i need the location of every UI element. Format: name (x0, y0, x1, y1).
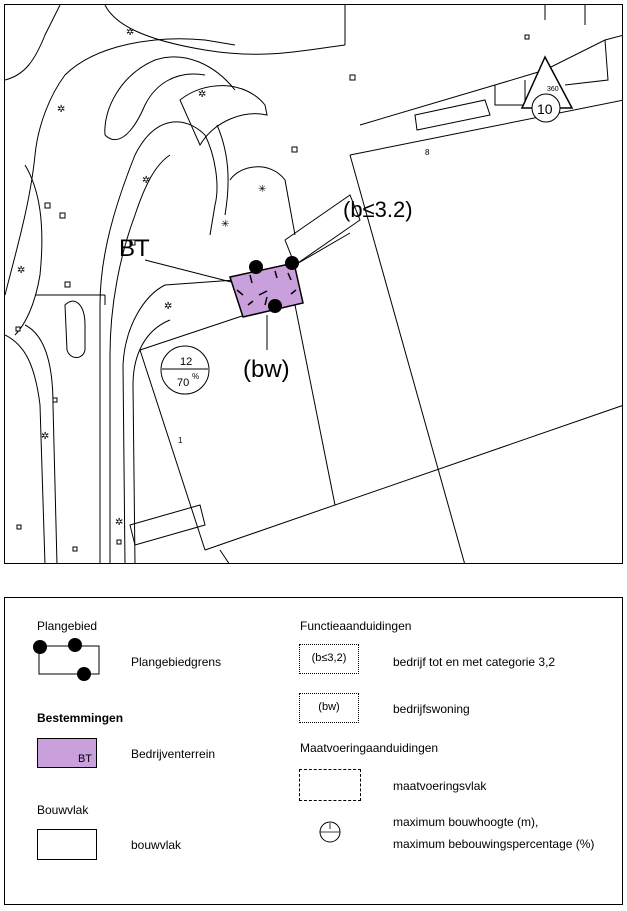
parcel-line (284, 194, 361, 266)
parcel-line (219, 549, 230, 563)
triangle-small-text: 360 (547, 86, 559, 93)
legend-bedrijventerrein-label: Bedrijventerrein (131, 747, 216, 761)
parcel-line (359, 35, 622, 126)
leader-line (294, 232, 351, 266)
legend-bedrijfswoning-symbol: (bw) (299, 693, 359, 723)
parcel-line (139, 349, 206, 551)
road-edge (216, 124, 229, 216)
svg-text:✲: ✲ (198, 89, 206, 100)
plot-number-8: 8 (425, 148, 430, 157)
bt-label: BT (119, 235, 150, 262)
svg-text:✳: ✳ (258, 184, 266, 195)
parcel-line (349, 154, 465, 563)
svg-text:✲: ✲ (41, 431, 49, 442)
plot-hatch-marks (236, 270, 297, 306)
map-panel: 12 70 % 10 360 ✲ ✲ ✲ ✲ ✲ ✲ ✲ ✲ ✳ ✳ 8 1 BT (4, 4, 623, 564)
legend-maatvoering-circle-icon (319, 821, 341, 843)
legend-max-bebouwingspercentage-label: maximum bebouwingspercentage (%) (393, 837, 595, 851)
bedrijfswoning-label: (bw) (243, 356, 290, 383)
legend-plangebied-heading: Plangebied (37, 619, 98, 633)
legend-bestemmingen-heading: Bestemmingen (37, 711, 124, 725)
leader-line (144, 259, 236, 284)
road-edge (204, 134, 218, 236)
parcel-line (349, 99, 622, 156)
map-drawing: 12 70 % 10 360 ✲ ✲ ✲ ✲ ✲ ✲ ✲ ✲ ✳ ✳ 8 1 (5, 5, 622, 563)
legend-bedrijventerrein-swatch: BT (37, 738, 97, 768)
parcel-line (414, 99, 491, 131)
svg-text:✲: ✲ (142, 175, 150, 186)
svg-text:✳: ✳ (221, 219, 229, 230)
legend-functie-heading: Functieaanduidingen (300, 619, 412, 633)
plangebied-marker (268, 299, 282, 313)
road-edge (5, 38, 236, 296)
plangebied-marker (249, 260, 263, 274)
road-island (179, 85, 268, 147)
road-edge (24, 324, 58, 563)
legend-plangebiedgrens-label: Plangebiedgrens (131, 655, 222, 669)
legend-maatvoering-heading: Maatvoeringaanduidingen (300, 741, 439, 755)
legend-bt-code: BT (77, 753, 92, 765)
road-edge (229, 166, 296, 236)
legend-bouwvlak-symbol (37, 829, 97, 860)
parcel-line (139, 304, 336, 506)
legend-plangebiedgrens-symbol (33, 638, 100, 681)
legend-bedrijfswoning-label: bedrijfswoning (393, 702, 470, 716)
road-edge (104, 56, 236, 136)
legend-bw-code: (bw) (318, 701, 340, 713)
maatvoering-circle-symbol (160, 345, 210, 395)
svg-text:✲: ✲ (126, 27, 134, 38)
svg-text:✲: ✲ (57, 104, 65, 115)
map-tree-symbols: ✲ ✲ ✲ ✲ ✲ ✲ ✲ ✲ ✳ ✳ (17, 27, 266, 528)
parcel-line (564, 39, 609, 86)
road-edge (5, 5, 61, 81)
circle-top-value: 12 (180, 356, 192, 368)
legend-bouwvlak-heading: Bouwvlak (37, 803, 89, 817)
road-edge (104, 5, 346, 55)
triangle-value: 10 (537, 101, 553, 117)
road-edge (122, 279, 236, 563)
road-island (64, 300, 86, 358)
legend-bedrijf-code: (b≤3,2) (311, 652, 347, 664)
parcel-line (494, 80, 526, 106)
legend-bedrijf-symbol: (b≤3,2) (299, 644, 359, 674)
legend-max-bouwhoogte-label: maximum bouwhoogte (m), (393, 815, 539, 829)
bedrijventerrein-plot (229, 262, 304, 318)
legend-bedrijf-label: bedrijf tot en met categorie 3,2 (393, 655, 556, 669)
road-edge (104, 73, 206, 140)
legend-panel: Plangebied Plangebiedgrens Bestemmingen … (4, 597, 623, 905)
parcel-line (204, 405, 622, 551)
svg-text:✲: ✲ (115, 517, 123, 528)
map-point-symbols (15, 34, 530, 552)
road-edge (99, 121, 206, 563)
road-edge (14, 164, 43, 336)
road-edge (109, 154, 171, 563)
plot-number-1: 1 (178, 436, 183, 445)
road-edge (5, 334, 46, 563)
road-edge (132, 319, 171, 563)
svg-text:✲: ✲ (17, 265, 25, 276)
plangebied-marker (285, 256, 299, 270)
svg-text:✲: ✲ (164, 301, 172, 312)
legend-bouwvlak-label: bouwvlak (131, 838, 182, 852)
legend-maatvoeringsvlak-symbol (299, 769, 361, 801)
parcel-line (129, 504, 206, 546)
circle-bottom-value: 70 (177, 377, 189, 389)
bedrijf-category-label: (b≤3.2) (343, 197, 413, 222)
legend-maatvoeringsvlak-label: maatvoeringsvlak (393, 779, 487, 793)
circle-pct-unit: % (192, 372, 199, 381)
triangle-symbol (520, 55, 574, 123)
